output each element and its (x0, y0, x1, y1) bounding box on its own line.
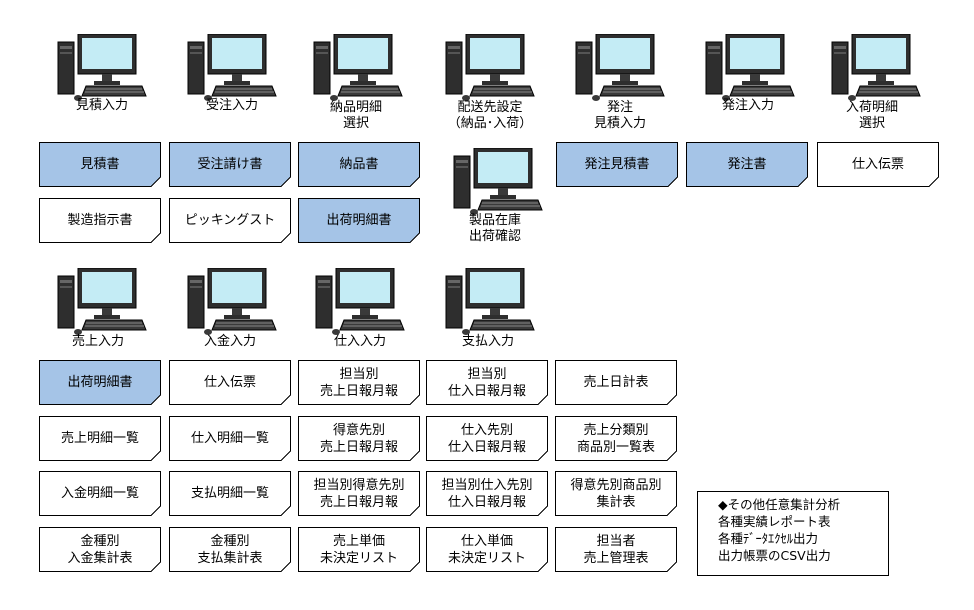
computer-icon (308, 34, 408, 102)
computer-label: 製品在庫 出荷確認 (468, 213, 521, 244)
computer-label: 受注入力 (205, 98, 258, 113)
document-card: 仕入明細一覧 (169, 416, 291, 461)
document-card: 発注見積書 (556, 142, 678, 187)
document-card: 担当別仕入先別 仕入日報月報 (426, 471, 548, 516)
computer-label: 発注 見積入力 (593, 100, 646, 131)
document-card: 納品書 (298, 142, 420, 187)
document-card: 得意先別商品別 集計表 (555, 471, 677, 516)
note-line: ◆その他任意集計分析 (718, 497, 841, 512)
document-card: 仕入単価 未決定リスト (426, 527, 548, 572)
computer-icon (570, 34, 670, 102)
computer-label: 仕入入力 (333, 334, 386, 349)
document-card: 発注書 (686, 142, 808, 187)
document-card: 金種別 入金集計表 (39, 527, 161, 572)
computer-icon (52, 34, 152, 102)
document-card: 見積書 (39, 142, 161, 187)
document-card: 売上明細一覧 (39, 416, 161, 461)
computer-icon (182, 34, 282, 102)
computer-label: 見積入力 (75, 98, 128, 113)
document-card: 売上分類別 商品別一覧表 (555, 416, 677, 461)
computer-icon (310, 268, 410, 336)
document-card: 金種別 支払集計表 (169, 527, 291, 572)
computer-icon (440, 268, 540, 336)
document-card: 担当別 売上日報月報 (298, 360, 420, 405)
document-card: 仕入先別 仕入日報月報 (426, 416, 548, 461)
document-card: 担当別得意先別 売上日報月報 (298, 471, 420, 516)
computer-label: 発注入力 (721, 98, 774, 113)
document-card: 製造指示書 (39, 198, 161, 243)
document-card: 仕入伝票 (817, 142, 939, 187)
document-card: 支払明細一覧 (169, 471, 291, 516)
document-card: 出荷明細書 (298, 198, 420, 243)
document-card: 入金明細一覧 (39, 471, 161, 516)
document-card: 売上単価 未決定リスト (298, 527, 420, 572)
computer-label: 配送先設定 （納品･入荷） (447, 100, 533, 131)
computer-icon (440, 34, 540, 102)
note-line: 各種ﾃﾞｰﾀｴｸｾﾙ出力 (718, 531, 819, 546)
computer-icon (700, 34, 800, 102)
document-card: ピッキングスト (169, 198, 291, 243)
document-card: 得意先別 売上日報月報 (298, 416, 420, 461)
computer-icon (52, 268, 152, 336)
computer-label: 入金入力 (203, 334, 256, 349)
computer-icon (448, 148, 548, 216)
note-line: 出力帳票のCSV出力 (718, 548, 831, 563)
computer-label: 売上入力 (71, 334, 124, 349)
note-line: 各種実績レポート表 (718, 514, 831, 529)
document-card: 担当者 売上管理表 (555, 527, 677, 572)
features-note: ◆その他任意集計分析 各種実績レポート表 各種ﾃﾞｰﾀｴｸｾﾙ出力 出力帳票のC… (697, 491, 889, 576)
document-card: 担当別 仕入日報月報 (426, 360, 548, 405)
document-card: 売上日計表 (555, 360, 677, 405)
computer-icon (826, 34, 926, 102)
computer-icon (182, 268, 282, 336)
computer-label: 支払入力 (461, 334, 514, 349)
computer-label: 入荷明細 選択 (845, 100, 898, 131)
document-card: 仕入伝票 (169, 360, 291, 405)
computer-label: 納品明細 選択 (329, 100, 382, 131)
document-card: 出荷明細書 (39, 360, 161, 405)
document-card: 受注請け書 (169, 142, 291, 187)
